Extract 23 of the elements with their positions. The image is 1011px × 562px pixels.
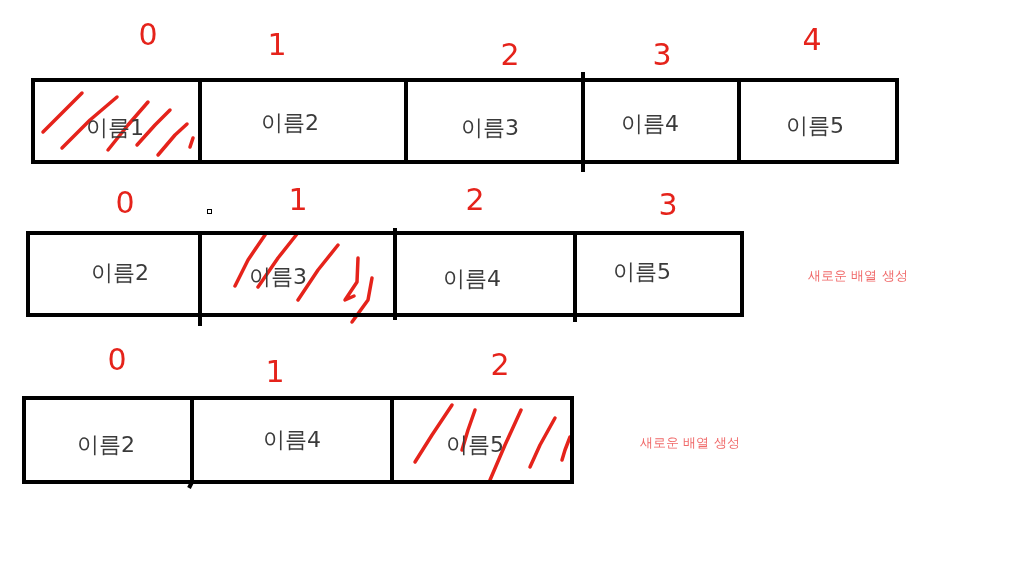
index-number: 4 [802, 25, 822, 55]
index-number: 1 [288, 185, 308, 215]
cell-text: 이름4 [621, 113, 679, 135]
index-number: 3 [652, 40, 672, 70]
index-number: 3 [658, 190, 678, 220]
cell-text: 이름4 [263, 429, 321, 451]
index-number: 0 [107, 345, 127, 375]
note-text: 새로운 배열 생성 [808, 268, 908, 282]
index-number: 0 [138, 20, 158, 50]
index-number: 2 [490, 350, 510, 380]
cell-text: 이름2 [261, 112, 319, 134]
cell-text: 이름5 [613, 261, 671, 283]
cell-text: 이름2 [77, 434, 135, 456]
index-number: 1 [265, 357, 285, 387]
cell-text: 이름4 [443, 268, 501, 290]
cell-text: 이름5 [786, 115, 844, 137]
index-number: 1 [267, 30, 287, 60]
index-number: 2 [500, 40, 520, 70]
cell-text: 이름2 [91, 262, 149, 284]
cell-text: 이름3 [461, 117, 519, 139]
index-number: 2 [465, 185, 485, 215]
note-text: 새로운 배열 생성 [640, 435, 740, 449]
index-number: 0 [115, 188, 135, 218]
